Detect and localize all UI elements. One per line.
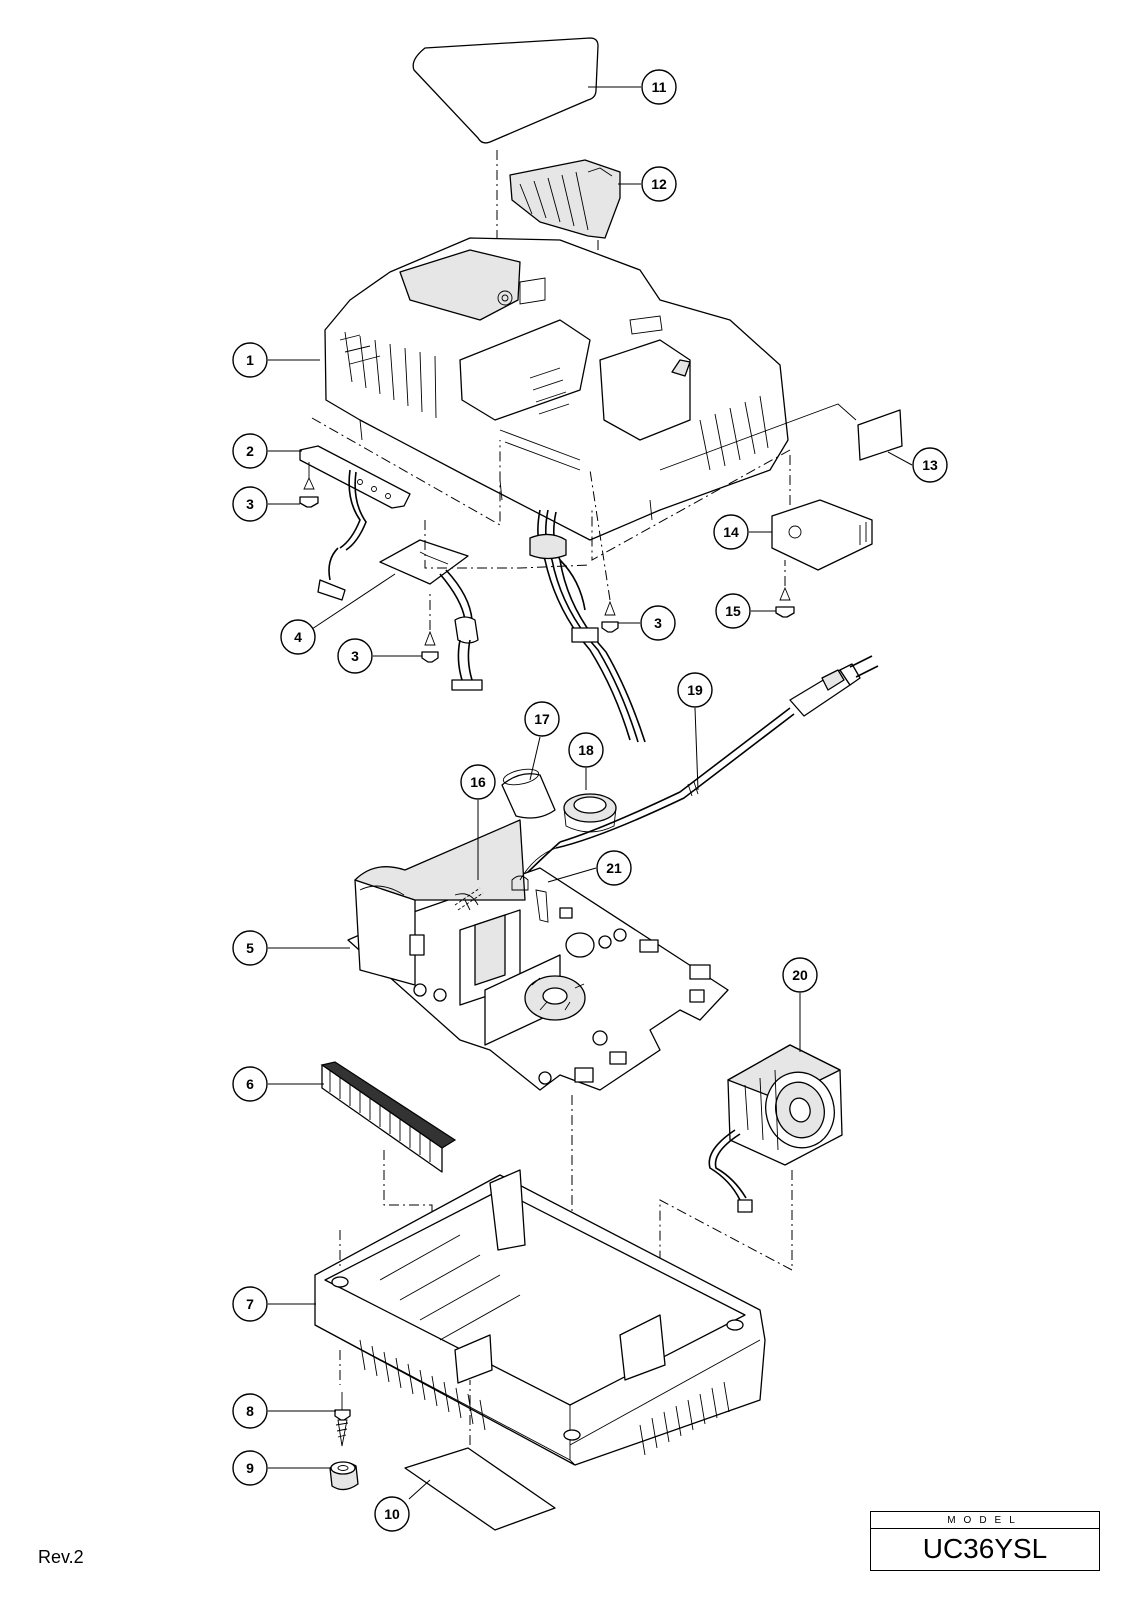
callout-1: 1 [232,342,268,378]
callout-12: 12 [641,166,677,202]
callout-3-b: 3 [337,638,373,674]
callout-16: 16 [460,764,496,800]
part-13-label [659,403,903,471]
callout-11: 11 [641,69,677,105]
part-6-filter [320,1061,457,1320]
model-box: MODEL UC36YSL [870,1511,1100,1571]
callout-label: 17 [534,711,550,727]
callout-5: 5 [232,930,268,966]
part-8-screw [334,1392,351,1447]
callout-2: 2 [232,433,268,469]
callout-14: 14 [713,514,749,550]
wire-harness [529,509,646,743]
callout-label: 7 [246,1296,254,1312]
callout-label: 9 [246,1460,254,1476]
callout-4: 4 [280,619,316,655]
callout-label: 18 [578,742,594,758]
callout-label: 6 [246,1076,254,1092]
part-17-tube [501,768,556,819]
callout-19: 19 [677,672,713,708]
callout-17: 17 [524,701,560,737]
callout-label: 3 [246,496,254,512]
part-16-resistor [454,800,484,911]
callout-label: 10 [384,1506,400,1522]
part-3-screw-c [589,469,619,633]
callout-label: 3 [654,615,662,631]
part-18-ferrite-core [563,793,617,833]
part-3-screw-a [299,462,319,508]
part-7-lower-case [314,1169,766,1466]
part-15-screw [775,560,795,618]
part-1-upper-case [324,237,789,541]
callout-label: 4 [294,629,302,645]
callout-label: 14 [723,524,739,540]
callout-label: 5 [246,940,254,956]
callout-label: 19 [687,682,703,698]
part-2-led-board [299,417,501,601]
callout-15: 15 [715,593,751,629]
callout-6: 6 [232,1066,268,1102]
callout-3-a: 3 [232,486,268,522]
callout-8: 8 [232,1393,268,1429]
part-3-screw-b [421,590,439,663]
model-label: MODEL [871,1513,1099,1529]
part-10-name-plate [404,1380,556,1531]
callout-label: 12 [651,176,667,192]
callout-7: 7 [232,1286,268,1322]
callout-label: 8 [246,1403,254,1419]
callout-9: 9 [232,1450,268,1486]
callout-20: 20 [782,957,818,993]
callout-label: 1 [246,352,254,368]
part-9-rubber-foot [329,1461,359,1491]
callout-13: 13 [912,447,948,483]
callout-label: 2 [246,443,254,459]
part-19-power-cord [519,655,879,881]
callout-3-c: 3 [640,605,676,641]
callout-label: 11 [652,79,667,95]
callout-21: 21 [596,850,632,886]
callout-label: 15 [725,603,741,619]
part-5-power-board [347,819,729,1440]
leader-lines [268,86,913,1500]
model-value: UC36YSL [922,1533,1048,1564]
part-14-holder [591,449,873,571]
callout-label: 13 [922,457,938,473]
callout-10: 10 [374,1496,410,1532]
part-20-fan [659,1044,843,1290]
part-4-pc-board [379,520,591,691]
callout-label: 16 [470,774,486,790]
callout-18: 18 [568,732,604,768]
callout-label: 3 [351,648,359,664]
callout-label: 21 [606,860,622,876]
callout-label: 20 [792,967,808,983]
revision-label: Rev.2 [38,1547,84,1567]
